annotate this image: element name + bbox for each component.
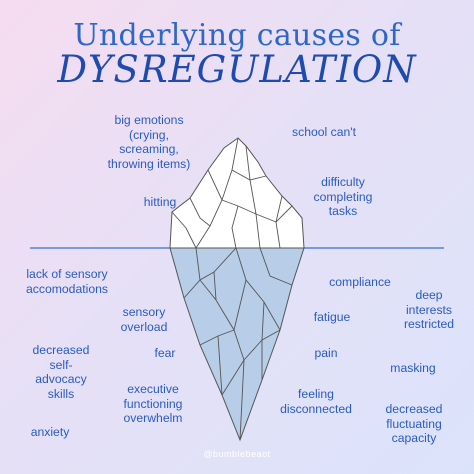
label-fear: fear	[145, 346, 185, 361]
label-text: fear	[154, 346, 176, 360]
iceberg-underwater	[169, 247, 305, 442]
label-anxiety: anxiety	[20, 425, 80, 440]
creator-handle: @bumblebeaot	[203, 449, 271, 459]
label-pain: pain	[306, 346, 346, 361]
label-text: hitting	[143, 195, 177, 209]
label-school-cant: school can't	[276, 125, 372, 140]
iceberg-underwater-facets	[183, 247, 293, 441]
title-line-2: DYSREGULATION	[57, 48, 417, 91]
label-hitting: hitting	[130, 195, 190, 210]
label-fatigue: fatigue	[303, 310, 361, 325]
label-big-emotions: big emotions(crying,screaming,throwing i…	[94, 113, 204, 171]
label-text: big emotions(crying,screaming,throwing i…	[107, 113, 191, 171]
label-text: anxiety	[30, 425, 70, 439]
label-compliance: compliance	[320, 275, 400, 290]
iceberg-tip-facets	[171, 137, 293, 249]
label-text: masking	[390, 361, 436, 375]
label-text: fatigue	[313, 310, 351, 324]
label-text: pain	[314, 346, 338, 360]
label-text: compliance	[329, 275, 391, 289]
label-text: school can't	[292, 125, 356, 139]
label-masking: masking	[380, 361, 446, 376]
title-line-1: Underlying causes of	[73, 18, 401, 53]
